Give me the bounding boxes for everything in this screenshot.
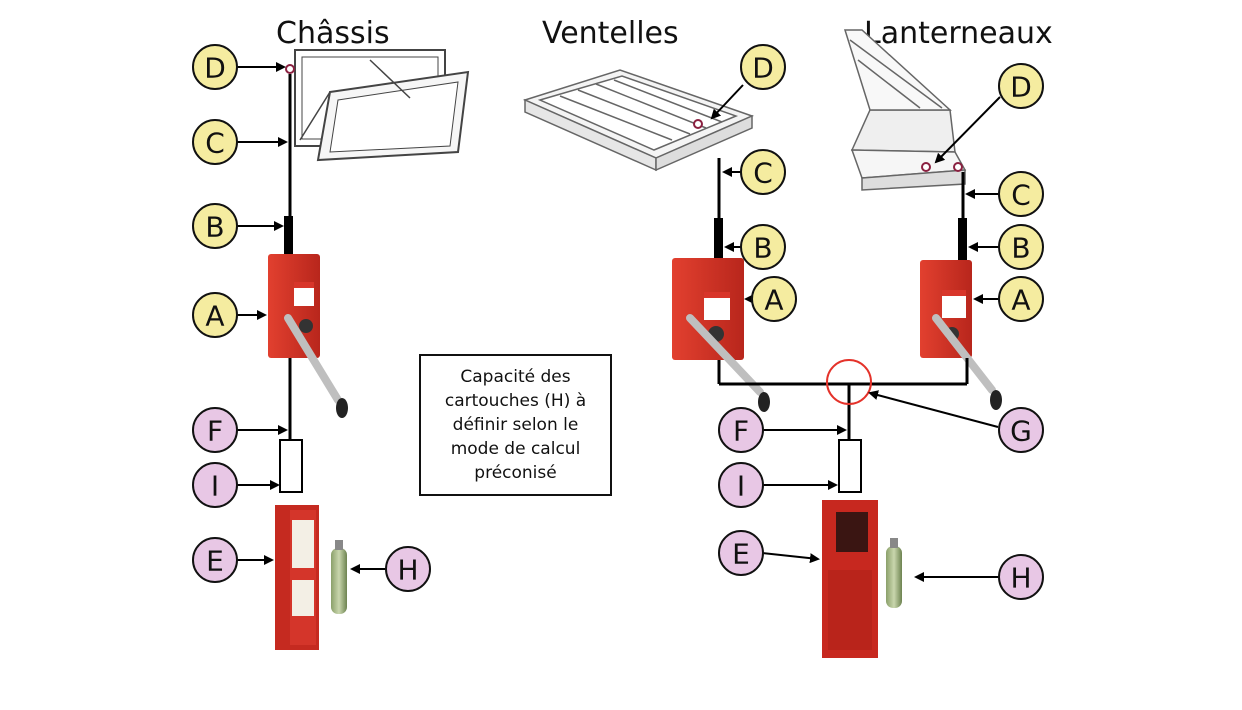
callout-c-ventelles: C xyxy=(740,149,786,195)
callout-f-chassis: F xyxy=(192,407,238,453)
callout-a-lanterneaux: A xyxy=(998,276,1044,322)
svg-text:C: C xyxy=(205,127,225,160)
callout-d-lanterneaux: D xyxy=(998,63,1044,109)
svg-text:B: B xyxy=(753,232,772,265)
chassis-connector-i xyxy=(279,439,303,493)
svg-text:B: B xyxy=(1011,232,1030,265)
cartridge-capacity-note: Capacité des cartouches (H) à définir se… xyxy=(419,354,612,496)
svg-text:I: I xyxy=(737,470,745,503)
ventelles-louvre xyxy=(522,69,755,172)
cartridge-capacity-text: Capacité des cartouches (H) à définir se… xyxy=(444,367,587,483)
svg-text:G: G xyxy=(1010,415,1032,448)
ventelles-tube-b xyxy=(714,218,723,258)
svg-text:A: A xyxy=(205,300,224,333)
pointer-arrows xyxy=(236,62,1001,582)
svg-text:F: F xyxy=(207,415,223,448)
callout-h-network: H xyxy=(998,554,1044,600)
callout-a-ventelles: A xyxy=(751,276,797,322)
chassis-tube-b xyxy=(284,216,293,256)
svg-text:H: H xyxy=(1010,562,1031,595)
svg-text:D: D xyxy=(1010,71,1032,104)
callout-g-network: G xyxy=(998,407,1044,453)
callout-d-ventelles: D xyxy=(740,44,786,90)
network-cabinet-e xyxy=(822,500,878,658)
svg-text:E: E xyxy=(732,538,750,571)
callout-i-chassis: I xyxy=(192,462,238,508)
callout-e-chassis: E xyxy=(192,537,238,583)
svg-text:C: C xyxy=(1011,179,1031,212)
network-connector-i xyxy=(838,439,862,493)
callout-e-network: E xyxy=(718,530,764,576)
ventelles-red-box-a xyxy=(672,258,770,412)
callout-c-lanterneaux: C xyxy=(998,171,1044,217)
svg-text:D: D xyxy=(752,52,774,85)
callout-i-network: I xyxy=(718,462,764,508)
callout-d-chassis: D xyxy=(192,44,238,90)
lanterneaux-red-box-a xyxy=(920,260,1002,410)
svg-text:C: C xyxy=(753,157,773,190)
callout-f-network: F xyxy=(718,407,764,453)
lanterneaux-tube-b xyxy=(958,218,967,260)
svg-text:I: I xyxy=(211,470,219,503)
chassis-window xyxy=(294,49,470,162)
svg-text:F: F xyxy=(733,415,749,448)
lanterneaux-skylight xyxy=(843,29,967,191)
callout-b-ventelles: B xyxy=(740,224,786,270)
svg-text:B: B xyxy=(205,211,224,244)
title-ventelles: Ventelles xyxy=(542,16,679,51)
callout-b-chassis: B xyxy=(192,203,238,249)
shared-pipe-network xyxy=(717,358,969,440)
chassis-bottle-h xyxy=(331,540,347,614)
chassis-point-d xyxy=(285,64,295,74)
title-lanterneaux: Lanterneaux xyxy=(864,16,1053,51)
lanterneaux-point-d2 xyxy=(953,162,963,172)
network-bottle-h xyxy=(886,538,902,608)
lanterneaux-point-d xyxy=(921,162,931,172)
svg-text:H: H xyxy=(397,554,418,587)
svg-text:A: A xyxy=(1011,284,1030,317)
callout-a-chassis: A xyxy=(192,292,238,338)
svg-text:A: A xyxy=(764,284,783,317)
tee-junction-g-marker xyxy=(826,359,872,405)
callout-b-lanterneaux: B xyxy=(998,224,1044,270)
svg-text:D: D xyxy=(204,52,226,85)
callout-c-chassis: C xyxy=(192,119,238,165)
chassis-cabinet-e xyxy=(275,505,319,650)
ventelles-point-d xyxy=(693,119,703,129)
callout-h-chassis: H xyxy=(385,546,431,592)
title-chassis: Châssis xyxy=(276,16,390,51)
svg-text:E: E xyxy=(206,545,224,578)
chassis-red-box-a xyxy=(268,254,348,418)
